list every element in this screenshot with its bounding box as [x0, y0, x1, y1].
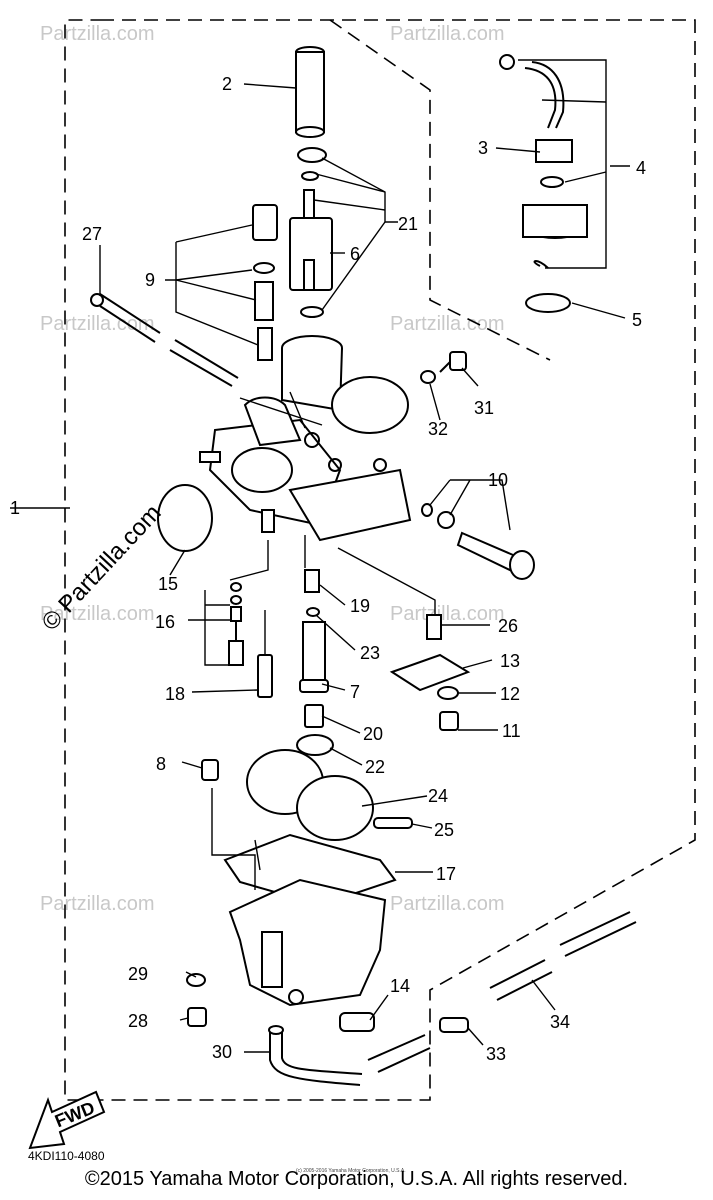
- part-number-label: 17: [436, 864, 456, 884]
- part-number-label: 12: [500, 684, 520, 704]
- part-drain-hose: [269, 1030, 363, 1086]
- part-number-label: 28: [128, 1011, 148, 1031]
- part-number-label: 2: [222, 74, 232, 94]
- fwd-arrow-icon: FWD: [28, 1090, 106, 1150]
- part-number-label: 34: [550, 1012, 570, 1032]
- part-number-labels: 2 3 4 5 6 7 8 9 10 11 12 13 14 15 16 17 …: [10, 74, 646, 1064]
- part-number-label: 19: [350, 596, 370, 616]
- part-number-label: 22: [365, 757, 385, 777]
- part-number-label: 3: [478, 138, 488, 158]
- part-rubber-cap: [295, 46, 325, 138]
- leader-lines: [10, 59, 630, 1053]
- assembly-boundary: [64, 19, 696, 1101]
- part-needle-valve-set: [252, 204, 278, 361]
- watermark-group: Partzilla.com Partzilla.com Partzilla.co…: [40, 23, 504, 915]
- part-jets: [257, 569, 329, 698]
- part-float-gasket: [223, 833, 397, 907]
- part-number-label: 14: [390, 976, 410, 996]
- upper-group-boundary: [329, 19, 551, 361]
- part-number-label: 4: [636, 158, 646, 178]
- part-number-label: 10: [488, 470, 508, 490]
- part-number-label: 23: [360, 643, 380, 663]
- part-screw-28: [187, 1007, 207, 1027]
- part-number-label: 1: [10, 498, 20, 518]
- part-number-label: 31: [474, 398, 494, 418]
- watermark-text: Partzilla.com: [40, 23, 154, 45]
- watermark-text: Partzilla.com: [390, 603, 504, 625]
- part-drain-screw: [339, 1012, 375, 1032]
- part-number-label: 32: [428, 419, 448, 439]
- part-throttle-valve: [289, 147, 333, 318]
- watermark-text: Partzilla.com: [40, 893, 154, 915]
- part-screw-8: [201, 759, 219, 781]
- diagram-code: 4KDI110-4080: [28, 1149, 105, 1163]
- watermark-text: Partzilla.com: [40, 313, 154, 335]
- inner-notice: (c) 2005-2016 Yamaha Motor Corporation, …: [296, 1168, 406, 1174]
- part-number-label: 25: [434, 820, 454, 840]
- part-number-label: 33: [486, 1044, 506, 1064]
- part-number-label: 27: [82, 224, 102, 244]
- part-number-label: 30: [212, 1042, 232, 1062]
- part-number-label: 11: [502, 721, 521, 741]
- part-number-label: 8: [156, 754, 166, 774]
- part-number-label: 24: [428, 786, 448, 806]
- part-rod: [90, 293, 239, 387]
- watermark-text: Partzilla.com: [40, 603, 154, 625]
- part-carburetor-body: [199, 335, 412, 542]
- watermark-text: Partzilla.com: [390, 23, 504, 45]
- part-number-label: 13: [500, 651, 520, 671]
- part-number-label: 16: [155, 612, 175, 632]
- part-washer-29: [186, 973, 206, 987]
- part-number-label: 29: [128, 964, 148, 984]
- part-number-label: 21: [398, 214, 418, 234]
- part-starter-cap: [499, 54, 588, 313]
- part-number-label: 20: [363, 724, 383, 744]
- part-number-label: 7: [350, 682, 360, 702]
- part-jet-needle: [228, 582, 244, 666]
- part-number-label: 18: [165, 684, 185, 704]
- copyright-notice: ©2015 Yamaha Motor Corporation, U.S.A. A…: [84, 1168, 629, 1190]
- watermark-text: Partzilla.com: [390, 893, 504, 915]
- watermark-text: Partzilla.com: [390, 313, 504, 335]
- part-vent-hoses: [367, 911, 637, 1073]
- part-screw-31: [420, 351, 467, 384]
- part-float-bowl: [228, 878, 387, 1007]
- part-number-label: 15: [158, 574, 178, 594]
- part-number-label: 6: [350, 244, 360, 264]
- part-pilot-screw: [421, 503, 535, 580]
- part-number-label: 26: [498, 616, 518, 636]
- part-needle-seat: [296, 704, 334, 756]
- part-number-label: 5: [632, 310, 642, 330]
- part-number-label: 9: [145, 270, 155, 290]
- part-right-small: [389, 614, 471, 731]
- part-float: [246, 749, 413, 841]
